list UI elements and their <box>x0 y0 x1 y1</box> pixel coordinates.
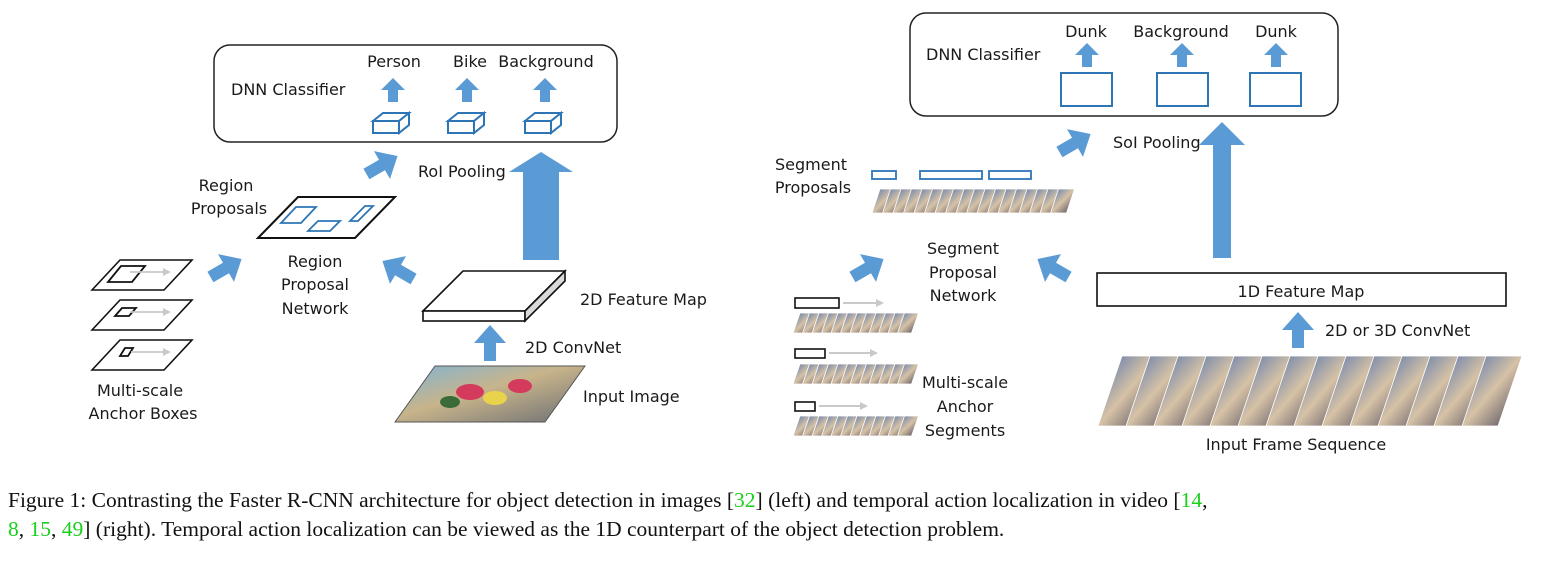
left-classifier-box <box>213 44 618 143</box>
right-classifier-box <box>909 12 1339 117</box>
left-classifier-title: DNN Classifier <box>231 80 346 99</box>
region-proposals-label-line2: Proposals <box>190 199 268 218</box>
caption-text-2: ] (left) and temporal action localizatio… <box>755 488 1181 512</box>
caption-sep: , <box>1202 488 1208 512</box>
segment-frame-strip <box>871 188 1076 214</box>
rpn-label-line1: Region <box>287 252 343 271</box>
citation-link[interactable]: 49 <box>61 517 84 541</box>
segment-proposals-label-line1: Segment <box>775 155 847 174</box>
video-frame-thumbnail <box>896 415 920 437</box>
right-segment-feature-boxes <box>1060 72 1302 107</box>
caption-sep: , <box>51 517 62 541</box>
left-class-label-bike: Bike <box>453 52 487 71</box>
region-proposals-label-line1: Region <box>198 176 254 195</box>
right-class-label-dunk-1: Dunk <box>1065 22 1107 41</box>
video-frame-thumbnail <box>896 312 920 334</box>
anchor-segments-label-line2: Anchor <box>936 397 994 416</box>
anchor-boxes-label-line2: Anchor Boxes <box>88 404 198 423</box>
video-frame-thumbnail <box>1461 355 1523 427</box>
rpn-label-line3: Network <box>281 299 349 318</box>
input-frame-sequence <box>1097 355 1523 427</box>
feature-map-2d <box>421 269 567 323</box>
video-frame-thumbnail <box>896 363 920 385</box>
citation-link[interactable]: 32 <box>734 488 756 512</box>
diagram-graphics <box>90 12 1523 437</box>
citation-link[interactable]: 14 <box>1180 488 1203 512</box>
convnet-label-right: 2D or 3D ConvNet <box>1325 321 1471 340</box>
right-class-label-dunk-2: Dunk <box>1255 22 1297 41</box>
caption-sep: , <box>18 517 30 541</box>
anchor-segments <box>794 297 884 412</box>
rpn-label-line2: Proposal <box>281 275 349 294</box>
anchor-segments-label-line1: Multi-scale <box>921 373 1009 392</box>
region-proposal-plane <box>255 196 398 239</box>
convnet-2d-label: 2D ConvNet <box>525 338 622 357</box>
feature-map-1d <box>1096 272 1507 307</box>
spn-label-line1: Segment <box>927 239 999 258</box>
segment-proposals-label-line2: Proposals <box>774 178 852 197</box>
figure-caption: Figure 1: Contrasting the Faster R-CNN a… <box>8 486 1538 544</box>
left-class-label-person: Person <box>367 52 421 71</box>
spn-label-line2: Proposal <box>929 263 997 282</box>
anchor-segments-label-line3: Segments <box>924 421 1006 440</box>
anchor-boxes-label-line1: Multi-scale <box>96 381 184 400</box>
segment-proposal-boxes <box>871 170 1032 180</box>
left-flow-arrows <box>202 142 573 361</box>
right-class-label-background: Background <box>1133 22 1229 41</box>
anchor-boxes <box>106 265 171 357</box>
left-class-label-background: Background <box>498 52 594 71</box>
citation-link[interactable]: 8 <box>8 517 19 541</box>
caption-text-1: Contrasting the Faster R-CNN architectur… <box>91 488 735 512</box>
feature-map-2d-label: 2D Feature Map <box>580 290 707 309</box>
anchor-box-planes <box>90 259 194 371</box>
input-image-label: Input Image <box>583 387 680 406</box>
figure-1: DNN Classifier Person Bike Background Ro… <box>88 12 1523 454</box>
roi-pooling-label: RoI Pooling <box>418 162 506 181</box>
anchor-frame-strips <box>792 312 920 437</box>
region-proposal-boxes <box>278 205 376 232</box>
input-frame-sequence-label: Input Frame Sequence <box>1205 435 1387 454</box>
spn-label-line3: Network <box>929 286 997 305</box>
left-roi-feature-boxes <box>370 110 564 136</box>
feature-map-1d-label: 1D Feature Map <box>1237 282 1365 301</box>
caption-prefix: Figure 1: <box>8 488 87 512</box>
caption-text-3: ] (right). Temporal action localization … <box>83 517 1005 541</box>
right-flow-arrows <box>844 120 1314 348</box>
right-classifier-title: DNN Classifier <box>926 45 1041 64</box>
input-image <box>394 365 586 423</box>
citation-link[interactable]: 15 <box>29 517 52 541</box>
video-frame-thumbnail <box>1049 188 1076 214</box>
soi-pooling-label: SoI Pooling <box>1113 133 1201 152</box>
